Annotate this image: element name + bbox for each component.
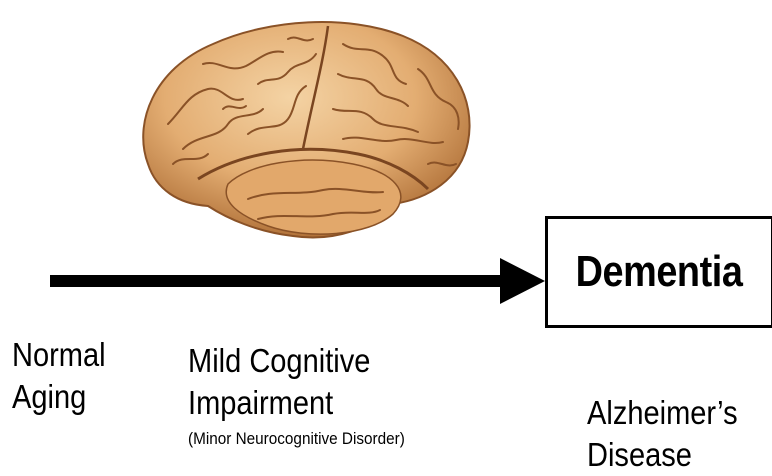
dementia-box: Dementia xyxy=(545,216,772,328)
stage-normal-aging-line2: Aging xyxy=(12,376,106,418)
stage-alzheimers-line1: Alzheimer’s xyxy=(587,392,738,434)
stage-mci-subtitle: (Minor Neurocognitive Disorder) xyxy=(188,428,405,450)
progression-arrow xyxy=(50,258,545,304)
stage-mci-line1: Mild Cognitive xyxy=(188,340,370,382)
stage-alzheimers-disease: Alzheimer’s Disease xyxy=(587,392,738,476)
arrow-head xyxy=(500,258,545,304)
stage-normal-aging-line1: Normal xyxy=(12,334,106,376)
dementia-label: Dementia xyxy=(576,247,743,297)
stage-mci-line2: Impairment xyxy=(188,382,370,424)
stage-alzheimers-line2: Disease xyxy=(587,434,738,476)
stage-normal-aging: Normal Aging xyxy=(12,334,106,418)
brain-icon xyxy=(128,14,478,244)
arrow-shaft xyxy=(50,275,505,287)
stage-mild-cognitive-impairment: Mild Cognitive Impairment xyxy=(188,340,370,424)
